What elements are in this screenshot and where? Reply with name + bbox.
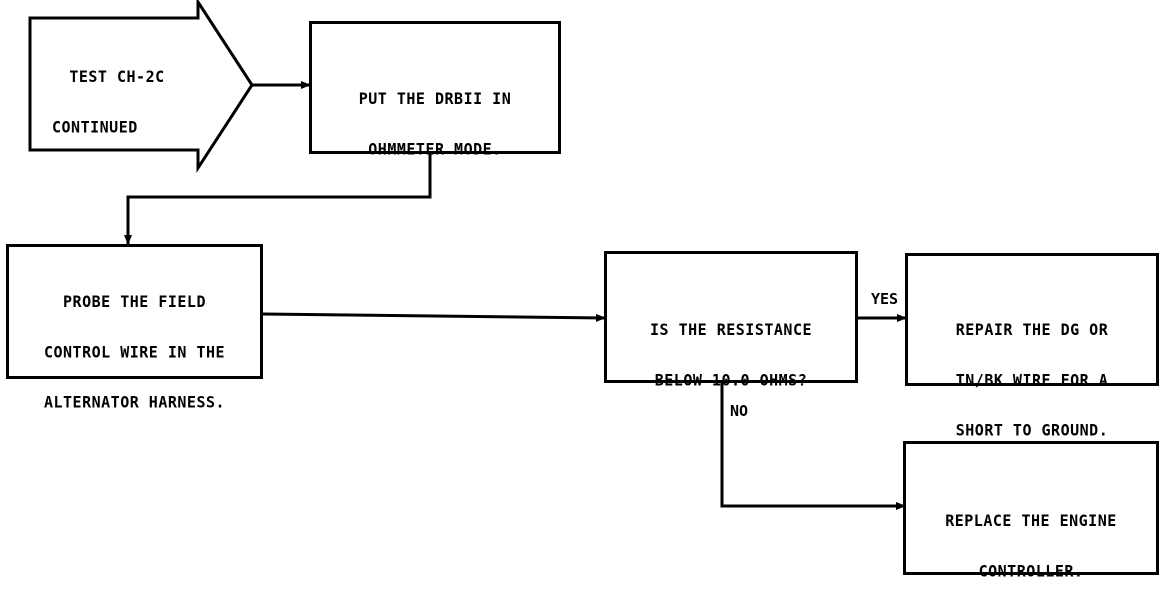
step-probe-line-3: ALTERNATOR HARNESS. — [43, 392, 226, 412]
connector-decision-no — [720, 382, 906, 510]
repair-line-1: REPAIR THE DG OR — [955, 320, 1109, 340]
yes-label: YES — [871, 290, 899, 308]
start-line-1: TEST CH-2C — [69, 67, 165, 87]
decision-line-1: IS THE RESISTANCE — [649, 320, 813, 340]
step-probe-line-2: CONTROL WIRE IN THE — [43, 342, 226, 362]
action-replace-box — [903, 441, 1159, 575]
step-probe-line-1: PROBE THE FIELD — [63, 292, 206, 312]
start-block-arrow — [28, 0, 254, 174]
step-probe-box — [6, 244, 263, 379]
step-ohmmeter-line-2: OHMMETER MODE. — [368, 139, 502, 159]
repair-line-3: SHORT TO GROUND. — [955, 420, 1109, 440]
decision-resistance-box — [604, 251, 858, 383]
no-label: NO — [730, 402, 749, 420]
start-label: TEST CH-2C CONTINUED — [52, 35, 182, 169]
connector-probe-to-decision — [261, 312, 606, 322]
flowchart-connectors — [28, 0, 907, 510]
flowchart-canvas: TEST CH-2C CONTINUED PUT THE DRBII IN OH… — [6, 0, 1159, 580]
action-repair-box — [905, 253, 1159, 386]
start-line-2: CONTINUED — [52, 117, 138, 137]
step-ohmmeter-box — [309, 21, 561, 154]
step-probe-text: PROBE THE FIELD CONTROL WIRE IN THE ALTE… — [9, 260, 260, 445]
step-ohmmeter-text: PUT THE DRBII IN OHMMETER MODE. — [312, 57, 558, 191]
repair-line-2: TN/BK WIRE FOR A — [955, 370, 1109, 390]
step-ohmmeter-line-1: PUT THE DRBII IN — [358, 89, 512, 109]
action-replace-text: REPLACE THE ENGINE CONTROLLER. — [906, 479, 1156, 613]
action-repair-text: REPAIR THE DG OR TN/BK WIRE FOR A SHORT … — [908, 288, 1156, 473]
decision-line-2: BELOW 10.0 OHMS? — [654, 370, 808, 390]
replace-line-1: REPLACE THE ENGINE — [945, 511, 1117, 531]
replace-line-2: CONTROLLER. — [978, 561, 1084, 581]
connector-ohmmeter-to-probe — [124, 153, 432, 245]
decision-resistance-text: IS THE RESISTANCE BELOW 10.0 OHMS? — [607, 288, 855, 422]
